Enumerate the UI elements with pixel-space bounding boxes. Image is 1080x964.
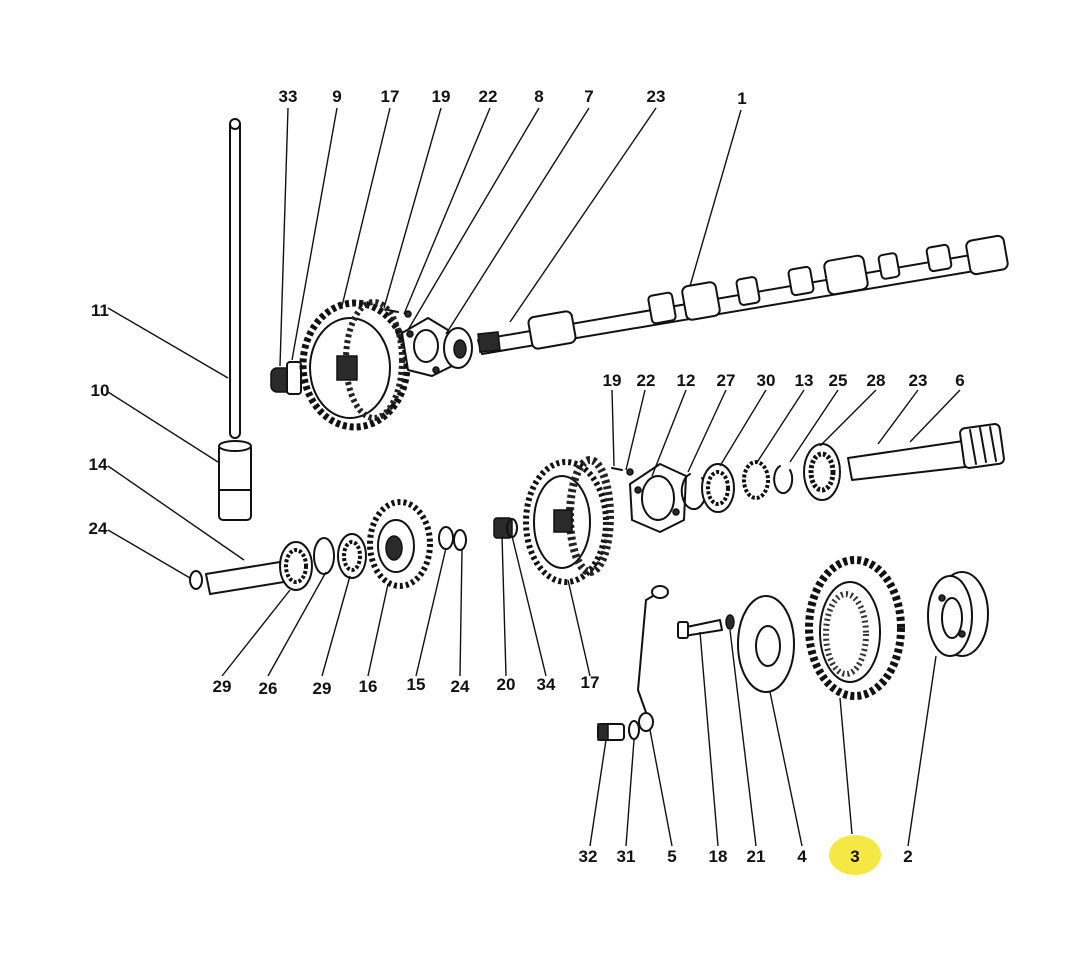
label-22-mid: 22 — [637, 371, 656, 390]
part-26-spacer — [313, 537, 335, 575]
part-11-push-rod — [229, 118, 241, 439]
label-25: 25 — [829, 371, 848, 390]
label-32: 32 — [579, 847, 598, 866]
part-33-bolt — [270, 361, 302, 395]
part-6-shaft — [847, 423, 1005, 481]
label-10: 10 — [91, 381, 110, 400]
part-1-camshaft — [477, 234, 1009, 355]
label-33: 33 — [279, 87, 298, 106]
label-12: 12 — [677, 371, 696, 390]
part-14-shaft — [205, 561, 285, 595]
label-24-bottom: 24 — [451, 677, 470, 696]
part-12-plate — [629, 463, 687, 533]
label-9: 9 — [332, 87, 341, 106]
part-19-pin-mid — [611, 467, 634, 476]
part-25-circlip — [773, 465, 794, 495]
labels-left: 11 10 14 24 — [89, 301, 110, 538]
label-23-top: 23 — [647, 87, 666, 106]
part-31-washer — [628, 720, 640, 740]
part-18-bolt — [677, 619, 723, 639]
part-7-spacer — [443, 327, 473, 369]
label-2: 2 — [903, 847, 912, 866]
label-11: 11 — [91, 301, 109, 320]
label-22-top: 22 — [479, 87, 498, 106]
label-17-bottom: 17 — [581, 673, 600, 692]
label-16: 16 — [359, 677, 378, 696]
part-20-nut — [493, 517, 518, 539]
part-15-ring — [438, 526, 454, 550]
part-21-washer — [725, 614, 735, 630]
label-24-left: 24 — [89, 519, 108, 538]
label-31: 31 — [617, 847, 636, 866]
label-1: 1 — [737, 89, 746, 108]
label-13: 13 — [795, 371, 814, 390]
part-17-camshaft-gear — [299, 299, 411, 431]
part-13-needle-bearing — [742, 460, 770, 500]
part-29-bearing-left — [279, 541, 313, 591]
label-29-a: 29 — [213, 677, 232, 696]
part-30-bearing — [701, 463, 735, 513]
label-4: 4 — [797, 847, 807, 866]
label-18: 18 — [709, 847, 728, 866]
part-28-ball-bearing — [803, 443, 841, 501]
part-24-ring-mid — [453, 529, 467, 551]
label-27: 27 — [717, 371, 736, 390]
part-32-banjo-bolt — [597, 723, 625, 741]
label-15: 15 — [407, 675, 426, 694]
label-21: 21 — [747, 847, 766, 866]
label-19-top: 19 — [432, 87, 451, 106]
label-7: 7 — [584, 87, 593, 106]
label-29-b: 29 — [313, 679, 332, 698]
labels-bottom: 29 26 29 16 15 24 20 34 17 — [213, 673, 600, 698]
part-10-tappet — [218, 440, 252, 521]
highlight-marker — [829, 835, 881, 875]
label-23-mid: 23 — [909, 371, 928, 390]
label-34: 34 — [537, 675, 556, 694]
part-16-idler-gear — [367, 499, 433, 589]
labels-middle: 19 22 12 27 30 13 25 28 23 6 — [603, 371, 965, 390]
label-28: 28 — [867, 371, 886, 390]
part-19-pin-upper — [387, 309, 412, 318]
part-3-ring-gear — [805, 556, 905, 700]
label-14: 14 — [89, 455, 108, 474]
label-26: 26 — [259, 679, 278, 698]
part-2-hub — [927, 571, 989, 657]
labels-top: 33 9 17 19 22 8 7 23 1 — [279, 87, 747, 108]
part-29-bearing-right — [337, 533, 367, 579]
label-17-top: 17 — [381, 87, 400, 106]
label-30: 30 — [757, 371, 776, 390]
part-24-washer-left — [189, 570, 203, 590]
leader-lines — [107, 107, 961, 847]
label-19-mid: 19 — [603, 371, 622, 390]
label-5: 5 — [667, 847, 676, 866]
labels-lower-right: 32 31 5 18 21 4 3 2 — [579, 847, 913, 866]
label-3-highlighted: 3 — [850, 847, 859, 866]
label-20: 20 — [497, 675, 516, 694]
part-5-oil-pipe — [637, 585, 669, 732]
label-6: 6 — [955, 371, 964, 390]
part-17-drive-gear — [523, 456, 614, 585]
label-8: 8 — [534, 87, 543, 106]
part-4-thrust-washer — [737, 595, 795, 693]
